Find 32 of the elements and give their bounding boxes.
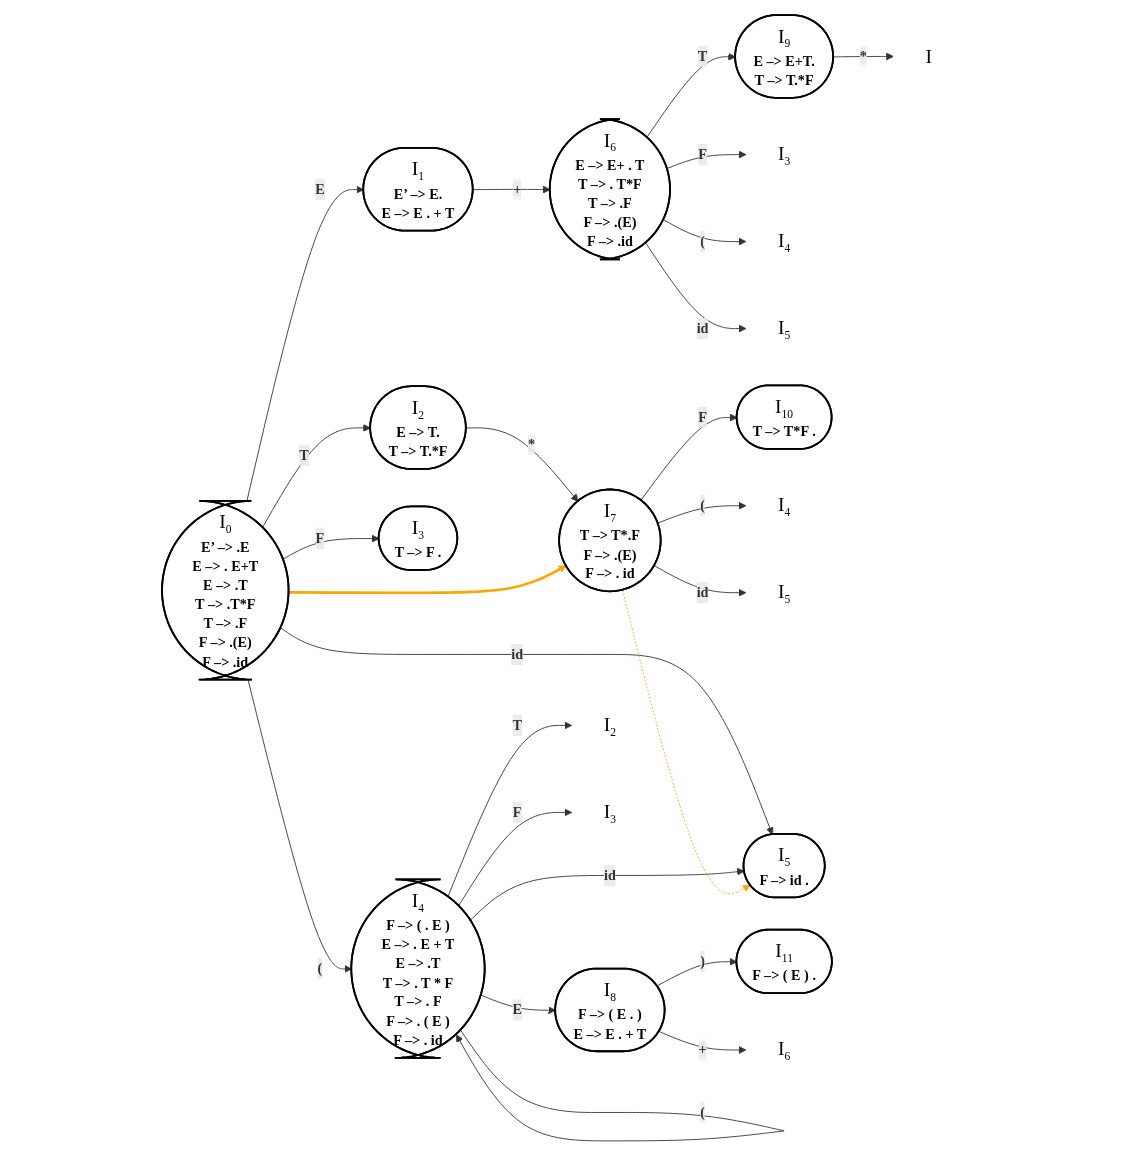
- node-text: I$_{3}$: [603, 800, 617, 826]
- edge-label: (: [700, 1104, 705, 1120]
- node-text: I$_{6}$: [777, 1037, 791, 1063]
- edge-label: F: [512, 804, 522, 820]
- edge-label: F: [315, 530, 325, 546]
- edge-label: (: [317, 960, 323, 976]
- node-text: I$_{4}$: [777, 229, 791, 255]
- node-text: I$_{5}$: [777, 580, 791, 606]
- arrow: [288, 565, 567, 595]
- edge-label: (: [700, 233, 705, 249]
- edge-label: *: [859, 48, 867, 64]
- edge-label: +: [698, 1042, 707, 1058]
- node-text: I$_{3}$: [777, 142, 791, 168]
- edge-label: E: [315, 181, 325, 197]
- edge-label: T: [512, 717, 522, 733]
- edge-label: F: [698, 409, 707, 425]
- edge-label: E: [512, 1001, 522, 1018]
- node-text: I$_{2}$: [603, 713, 617, 739]
- edge-label: *: [527, 436, 536, 452]
- edge-label: id: [696, 584, 709, 600]
- node-text: I: [925, 45, 932, 68]
- edge-label: id: [511, 646, 524, 662]
- edge-label: T: [697, 48, 708, 64]
- edge-label: id: [603, 867, 616, 883]
- edge-label: +: [513, 181, 522, 197]
- edge-label: (: [700, 497, 705, 513]
- edge-label: T: [299, 447, 309, 463]
- node-text: I$_{4}$: [777, 493, 791, 519]
- edge-label: F: [698, 146, 707, 162]
- edge-label: id: [696, 320, 709, 336]
- edge-label: ): [700, 953, 705, 969]
- node-text: I$_{5}$: [777, 316, 791, 342]
